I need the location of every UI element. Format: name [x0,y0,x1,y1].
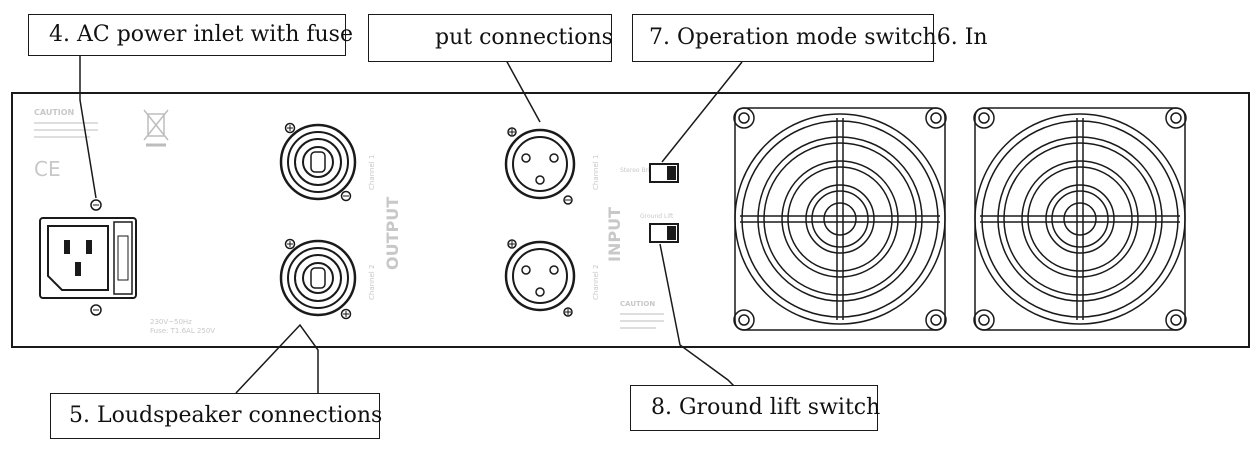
speakon-output-1 [279,122,357,202]
cooling-fan-right [973,107,1187,331]
mode-switch-label: Stereo Bridged [620,167,665,174]
ground-lift-switch [649,223,679,243]
ce-mark: CE [34,157,61,181]
leader-operation-mode [661,61,743,163]
leader-input [505,59,541,123]
operation-mode-switch [649,163,679,183]
power-rating: 230V~50Hz [150,318,192,326]
output-channel-2-label: Channel 2 [368,265,376,300]
caution-fine-print [34,122,98,138]
input-channel-2-label: Channel 2 [592,265,600,300]
weee-bin-icon [143,109,169,147]
xlr-input-2 [504,239,576,317]
leader-loudspeaker [235,323,319,394]
ground-lift-label: Ground Lift [640,213,674,220]
callout-loudspeaker-text: 5. Loudspeaker connections [69,403,383,428]
rear-panel [11,92,1250,348]
xlr-input-1 [504,127,576,205]
ac-power-inlet [39,199,137,316]
cooling-fan-left [733,107,947,331]
leader-ac-power [79,55,97,199]
callout-input-connections-text: put connections [435,25,613,50]
output-channel-1-label: Channel 1 [368,155,376,190]
callout-ground-lift: 8. Ground lift switch [630,385,881,431]
callout-loudspeaker: 5. Loudspeaker connections [50,393,383,439]
caution-right-fine-print [620,313,664,329]
input-channel-1-label: Channel 1 [592,155,600,190]
callout-ac-power: 4. AC power inlet with fuse [28,14,353,56]
callout-ground-lift-text: 8. Ground lift switch [651,395,881,420]
callout-ac-power-text: 4. AC power inlet with fuse [49,22,353,47]
fuse-rating: Fuse: T1.6AL 250V [150,327,215,335]
output-label: OUTPUT [383,197,402,270]
input-label: INPUT [605,207,624,262]
callout-operation-mode-text: 7. Operation mode switch6. In [649,25,988,50]
caution-left-text: CAUTION [34,108,74,117]
speakon-output-2 [279,238,357,320]
callout-input-connections: put connections [368,14,613,62]
callout-operation-mode: 7. Operation mode switch6. In [632,14,988,62]
caution-right-text: CAUTION [620,300,655,308]
